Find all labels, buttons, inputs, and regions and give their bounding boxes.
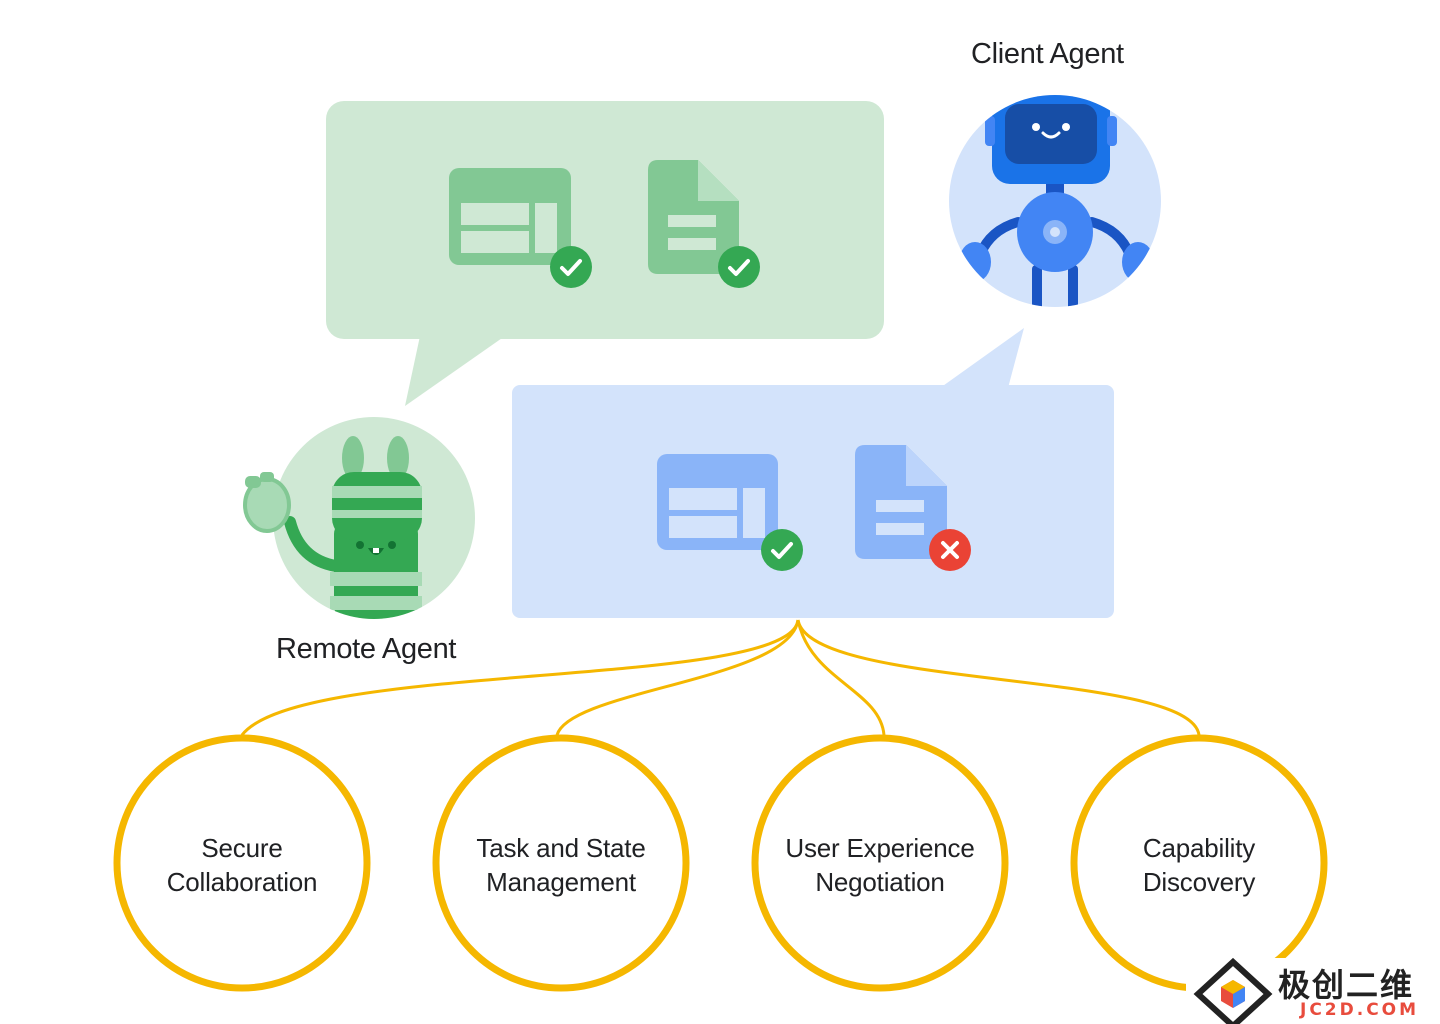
remote-agent-character-icon: [243, 417, 475, 619]
check-badge-icon: [550, 246, 592, 288]
pillar-capability-discovery: Capability Discovery: [1094, 831, 1304, 899]
pillar-label-line2: Discovery: [1142, 867, 1256, 897]
watermark-en: JC2D.COM: [1300, 1000, 1420, 1020]
connector-lines: [240, 619, 1201, 736]
pillar-label-line1: Secure: [201, 833, 283, 863]
check-badge-icon: [761, 529, 803, 571]
connector-task-state: [555, 619, 800, 736]
table-icon: [657, 454, 778, 550]
remote-agent-label: Remote Agent: [276, 633, 457, 665]
client-agent-robot-icon: [949, 95, 1161, 307]
pillar-label-line2: Negotiation: [815, 867, 945, 897]
pillar-label-line1: User Experience: [785, 833, 975, 863]
client-agent-label: Client Agent: [971, 38, 1124, 70]
watermark: [1186, 957, 1440, 1024]
connector-secure-collaboration: [240, 619, 800, 736]
document-icon: [855, 445, 947, 559]
pillar-label-line2: Management: [486, 867, 636, 897]
watermark-logo-icon: [1193, 957, 1273, 1024]
check-badge-icon: [718, 246, 760, 288]
pillar-rings: [113, 734, 1328, 992]
pillar-label-line1: Capability: [1142, 833, 1256, 863]
pillar-user-experience-negotiation: User Experience Negotiation: [775, 831, 985, 899]
error-badge-icon: [929, 529, 971, 571]
pillar-ring-secure-collaboration: [113, 734, 371, 992]
table-icon: [449, 168, 571, 265]
pillar-ring-task-state: [432, 734, 690, 992]
pillar-label-line2: Collaboration: [166, 867, 318, 897]
pillar-task-state-management: Task and State Management: [456, 831, 666, 899]
connector-user-experience: [796, 619, 886, 736]
pillar-ring-user-experience: [751, 734, 1009, 992]
document-icon: [648, 160, 739, 274]
remote-message-bubble: [326, 101, 884, 406]
pillar-label-line1: Task and State: [476, 833, 646, 863]
client-message-bubble: [512, 328, 1114, 618]
connector-capability-discovery: [796, 619, 1201, 736]
watermark-cn: 极创二维: [1278, 966, 1415, 1004]
pillar-secure-collaboration: Secure Collaboration: [137, 831, 347, 899]
